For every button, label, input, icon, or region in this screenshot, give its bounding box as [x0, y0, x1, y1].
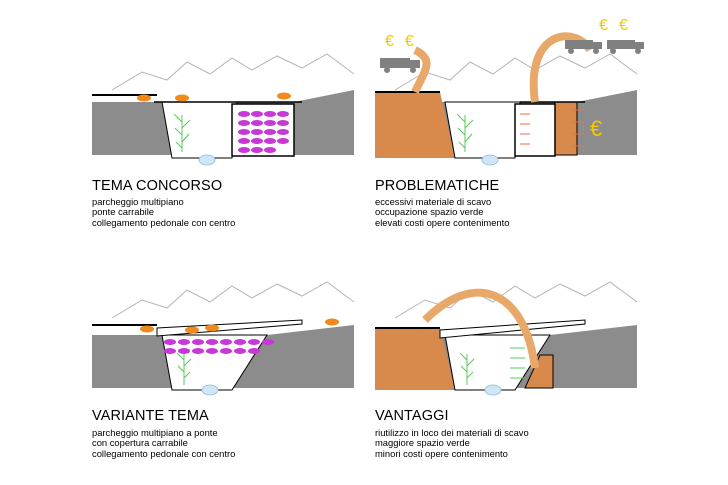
section-diagram	[92, 53, 355, 166]
euro-icon: €	[405, 33, 414, 50]
description-line: maggiore spazio verde	[375, 437, 470, 449]
description-line: ponte carrabile	[92, 206, 155, 218]
car-icon	[175, 94, 189, 102]
car-icon	[185, 326, 199, 334]
water-drop-icon	[484, 384, 502, 396]
arrow-icon	[510, 347, 525, 379]
curved-arrow-icon	[422, 288, 539, 369]
retaining-wall	[524, 354, 554, 389]
panel-problematiche: € € € € € PROBLEMATICHE eccessivi materi…	[375, 10, 645, 228]
description-line: parcheggio multipiano	[92, 196, 184, 207]
mountain-outline	[111, 281, 355, 319]
section-diagram	[375, 281, 638, 396]
section-diagram	[92, 281, 355, 396]
reused-soil	[375, 328, 455, 390]
tree-icon	[176, 352, 192, 385]
description-line: collegamento pedonale con centro	[92, 447, 236, 459]
tree-icon	[459, 352, 475, 385]
truck-icon	[565, 40, 644, 54]
ground	[92, 325, 354, 390]
excavation-pit	[444, 101, 521, 159]
description-line: riutilizzo in loco dei materiali di scav…	[375, 427, 529, 438]
water-drop-icon	[198, 154, 216, 166]
description-line: con copertura carrabile	[92, 437, 188, 449]
panel-description: parcheggio multipiano ponte carrabile co…	[92, 196, 236, 228]
stairs-icon	[240, 352, 261, 383]
curved-arrow-icon	[411, 46, 431, 94]
panel-description: eccessivi materiale di scavo occupazione…	[375, 196, 510, 228]
car-icon	[325, 318, 339, 326]
panel-description: parcheggio multipiano a ponte con copert…	[92, 427, 236, 459]
description-line: parcheggio multipiano a ponte	[92, 427, 218, 438]
panel-title: VANTAGGI	[375, 408, 449, 424]
excavation-pit	[444, 334, 551, 391]
description-line: minori costi opere contenimento	[375, 447, 508, 459]
car-icon	[205, 324, 219, 332]
euro-icon: €	[590, 116, 602, 141]
panel-variante-tema: VARIANTE TEMA parcheggio multipiano a po…	[92, 250, 362, 459]
euro-icon: €	[619, 17, 628, 34]
description-line: collegamento pedonale con centro	[92, 216, 236, 228]
panel-title: PROBLEMATICHE	[375, 178, 500, 194]
car-rows	[164, 339, 274, 354]
description-line: elevati costi opere contenimento	[375, 216, 510, 228]
roof-covering	[439, 319, 586, 339]
mountain-outline	[111, 53, 355, 91]
section-diagram: € € € € €	[375, 17, 644, 166]
mountain-outline	[394, 53, 638, 91]
panel-title: TEMA CONCORSO	[92, 178, 223, 194]
excavation-pit	[161, 101, 238, 159]
tree-icon	[456, 113, 474, 152]
panel-vantaggi: VANTAGGI riutilizzo in loco dei material…	[375, 250, 645, 459]
panel-tema-concorso: TEMA CONCORSO parcheggio multipiano pont…	[92, 10, 362, 228]
parking-structure	[514, 103, 556, 157]
excavated-soil	[375, 92, 455, 158]
car-icon	[140, 325, 154, 333]
description-line: occupazione spazio verde	[375, 206, 484, 218]
euro-icon: €	[599, 17, 608, 34]
car-icon	[137, 94, 151, 102]
panel-description: riutilizzo in loco dei materiali di scav…	[375, 427, 529, 459]
car-icon	[277, 92, 291, 100]
panel-title: VARIANTE TEMA	[92, 408, 209, 424]
description-line: eccessivi materiale di scavo	[375, 196, 492, 207]
arrow-icon	[520, 109, 583, 147]
tree-icon	[173, 113, 191, 152]
truck-icon	[380, 58, 420, 73]
car-rows	[238, 111, 289, 153]
euro-icon: €	[385, 33, 394, 50]
water-drop-icon	[201, 384, 219, 396]
water-drop-icon	[481, 154, 499, 166]
